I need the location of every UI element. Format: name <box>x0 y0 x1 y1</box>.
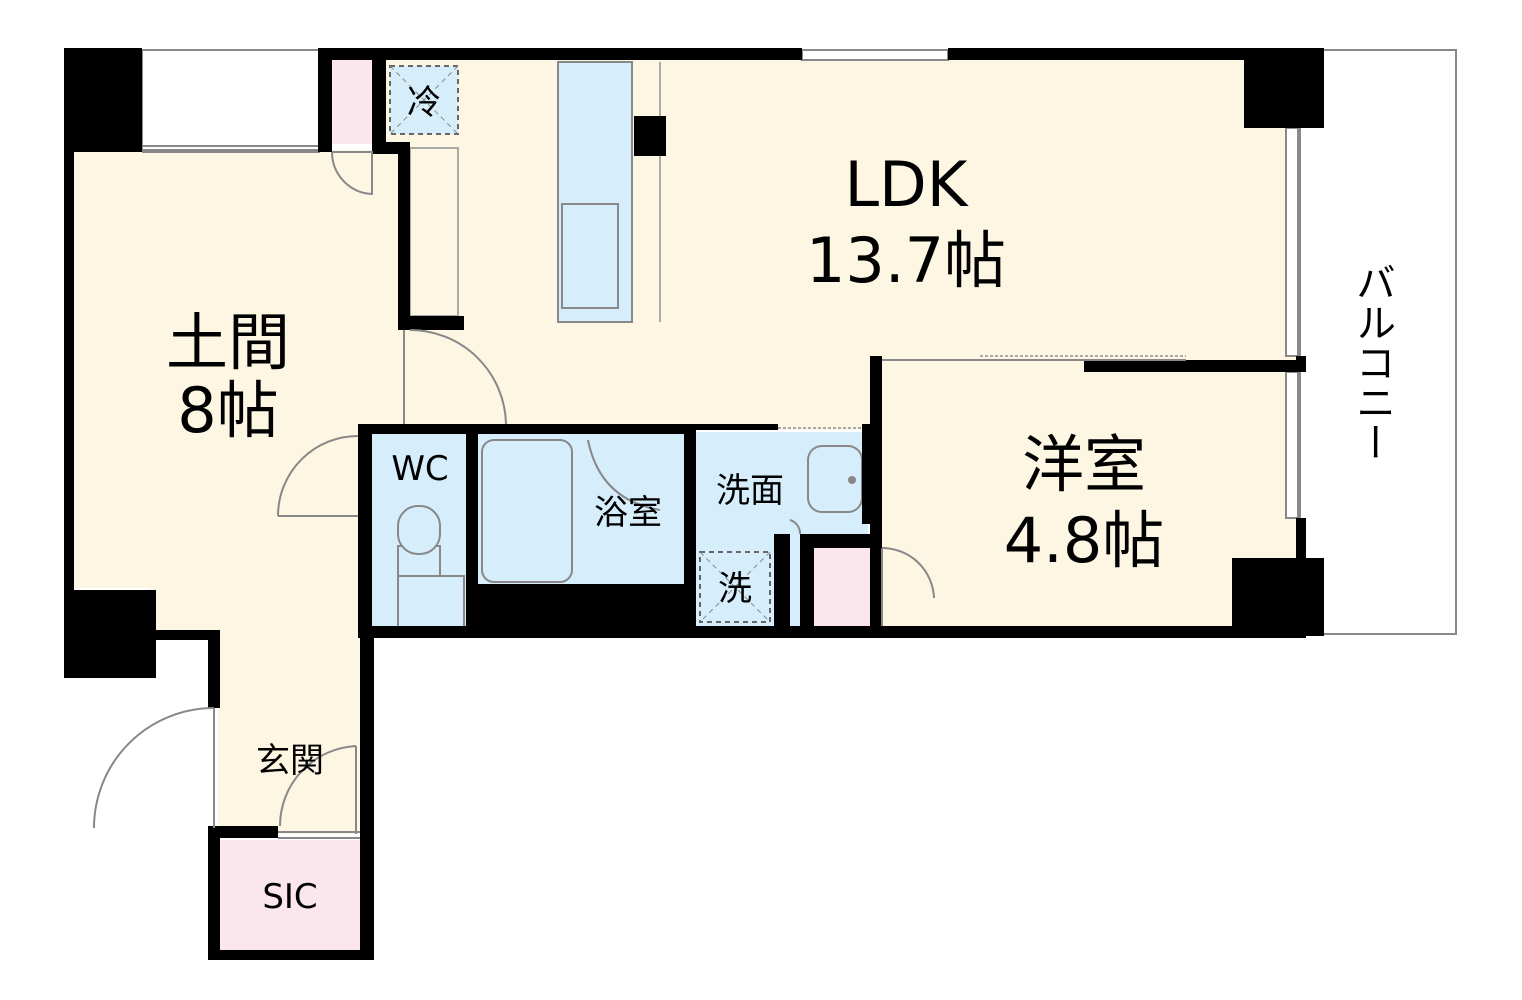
ldk-top-window <box>801 49 949 61</box>
sic-floor <box>218 840 360 952</box>
sic-name: SIC <box>262 877 317 917</box>
toilet-bowl <box>397 505 441 555</box>
walls <box>64 48 1324 960</box>
bath-door-arc <box>587 439 661 511</box>
fridge-x2 <box>389 65 459 135</box>
bathtub <box>481 439 573 583</box>
washroom-name: 洗面 <box>716 471 784 511</box>
doors <box>93 151 935 834</box>
balcony-area <box>1299 49 1457 635</box>
entrance-name: 玄関 <box>256 741 324 781</box>
fridge-label: 冷 <box>407 83 441 123</box>
doma-size: 8帖 <box>177 374 278 447</box>
doma-name: 土間 <box>166 306 290 379</box>
washer-label: 洗 <box>718 569 752 609</box>
washer-x2 <box>699 551 771 623</box>
western-name: 洋室 <box>1022 428 1146 501</box>
kitchen-sink <box>561 203 619 309</box>
closet-top-left <box>332 60 372 144</box>
top-window-frame <box>141 49 321 151</box>
washbasin-drain <box>848 476 856 484</box>
balcony-label: バルコニー <box>1349 262 1395 462</box>
western-balcony-window <box>1285 371 1299 519</box>
wc-shelf <box>397 575 465 629</box>
doma-floor <box>72 150 410 834</box>
ldk-size: 13.7帖 <box>806 224 1006 297</box>
bath-name: 浴室 <box>594 493 662 533</box>
wc-name: WC <box>391 449 448 489</box>
ldk-name: LDK <box>845 148 969 221</box>
balcony-name: バルコニー <box>1349 262 1395 462</box>
kitchen-hood <box>634 116 666 156</box>
western-floor <box>878 366 1290 628</box>
western-size: 4.8帖 <box>1004 504 1165 577</box>
closet-western <box>814 546 872 626</box>
ldk-balcony-window <box>1285 127 1299 357</box>
